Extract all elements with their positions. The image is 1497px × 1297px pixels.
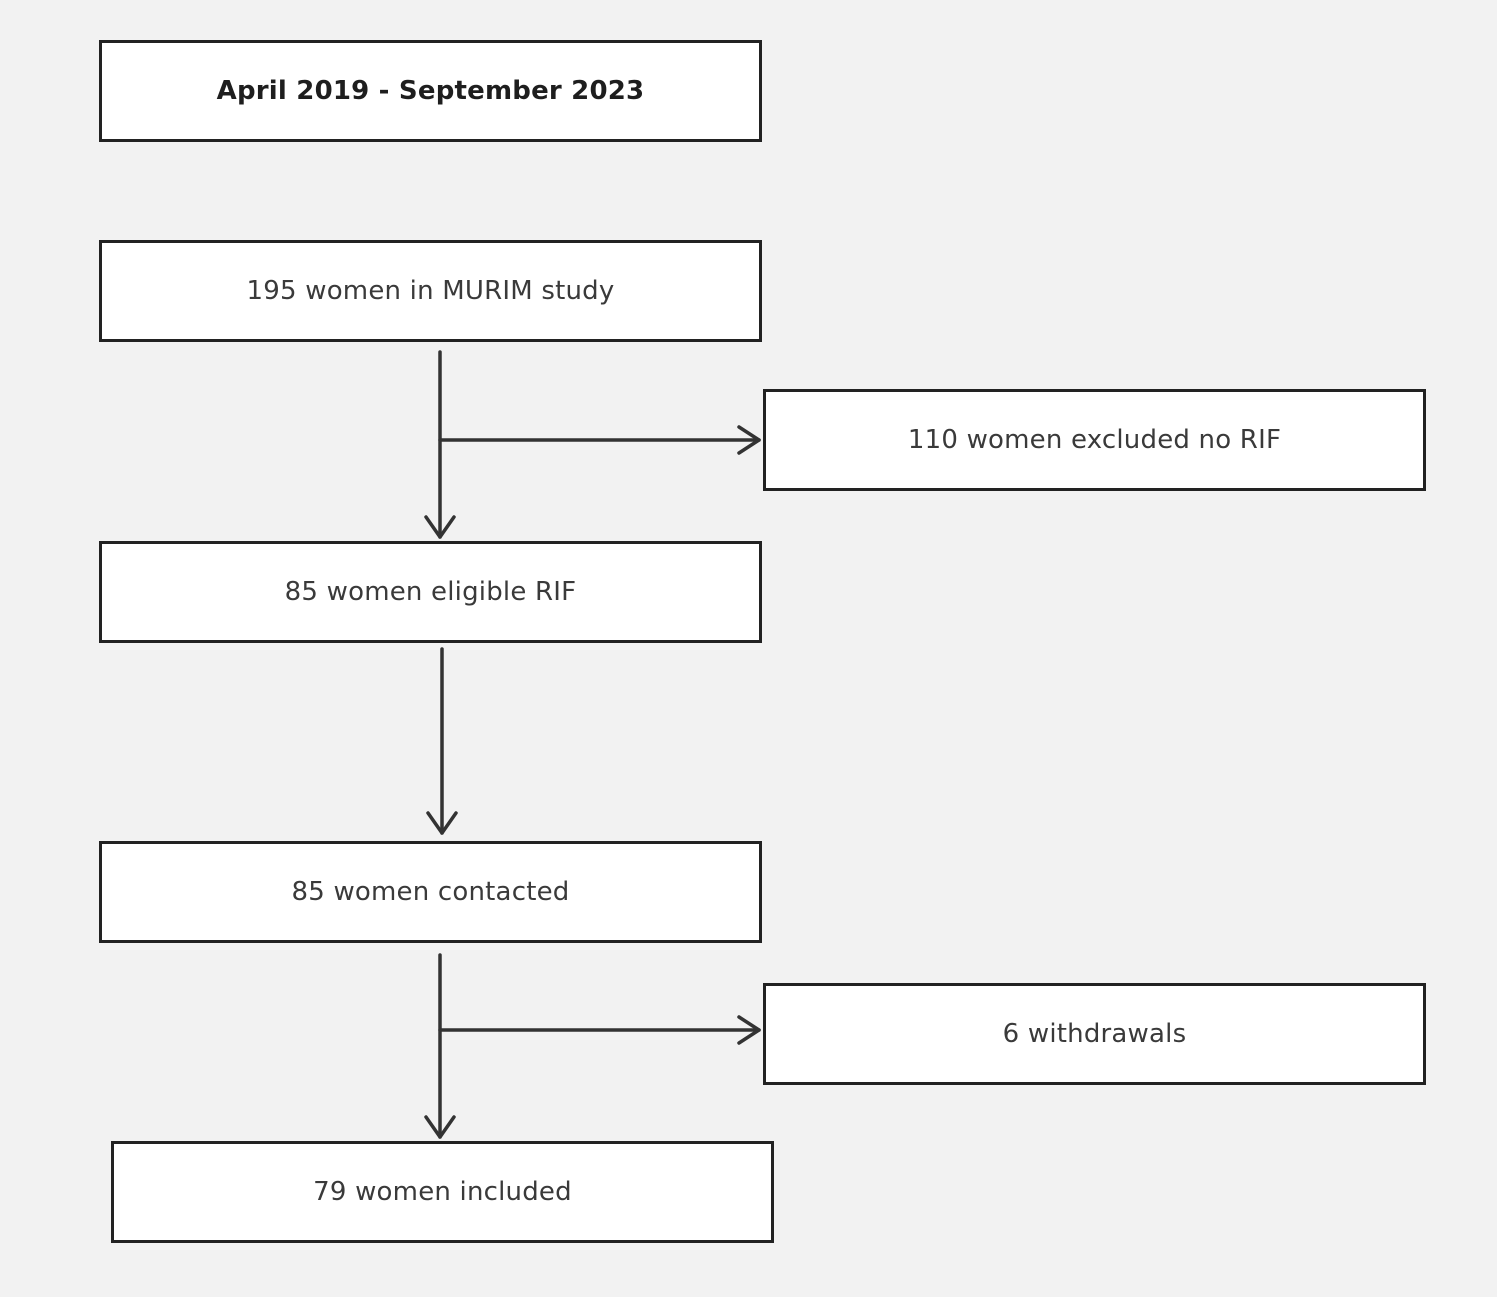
node-eligible-label: 85 women eligible RIF [284, 577, 577, 607]
node-study-period: April 2019 - September 2023 [99, 40, 762, 142]
node-withdrawals-label: 6 withdrawals [1002, 1019, 1187, 1049]
node-excluded-label: 110 women excluded no RIF [907, 425, 1282, 455]
node-contacted-label: 85 women contacted [291, 877, 570, 907]
node-contacted: 85 women contacted [99, 841, 762, 943]
node-withdrawals: 6 withdrawals [763, 983, 1426, 1085]
arrowhead-included [424, 1115, 456, 1139]
node-murim-study-label: 195 women in MURIM study [246, 276, 615, 306]
node-included-label: 79 women included [313, 1177, 572, 1207]
node-eligible: 85 women eligible RIF [99, 541, 762, 643]
arrowhead-contacted [426, 811, 458, 835]
node-included: 79 women included [111, 1141, 774, 1243]
node-excluded: 110 women excluded no RIF [763, 389, 1426, 491]
node-murim-study: 195 women in MURIM study [99, 240, 762, 342]
arrowhead-eligible [424, 515, 456, 539]
arrowhead-withdrawals [737, 1015, 761, 1045]
arrowhead-excluded [737, 425, 761, 455]
node-study-period-label: April 2019 - September 2023 [216, 76, 645, 106]
